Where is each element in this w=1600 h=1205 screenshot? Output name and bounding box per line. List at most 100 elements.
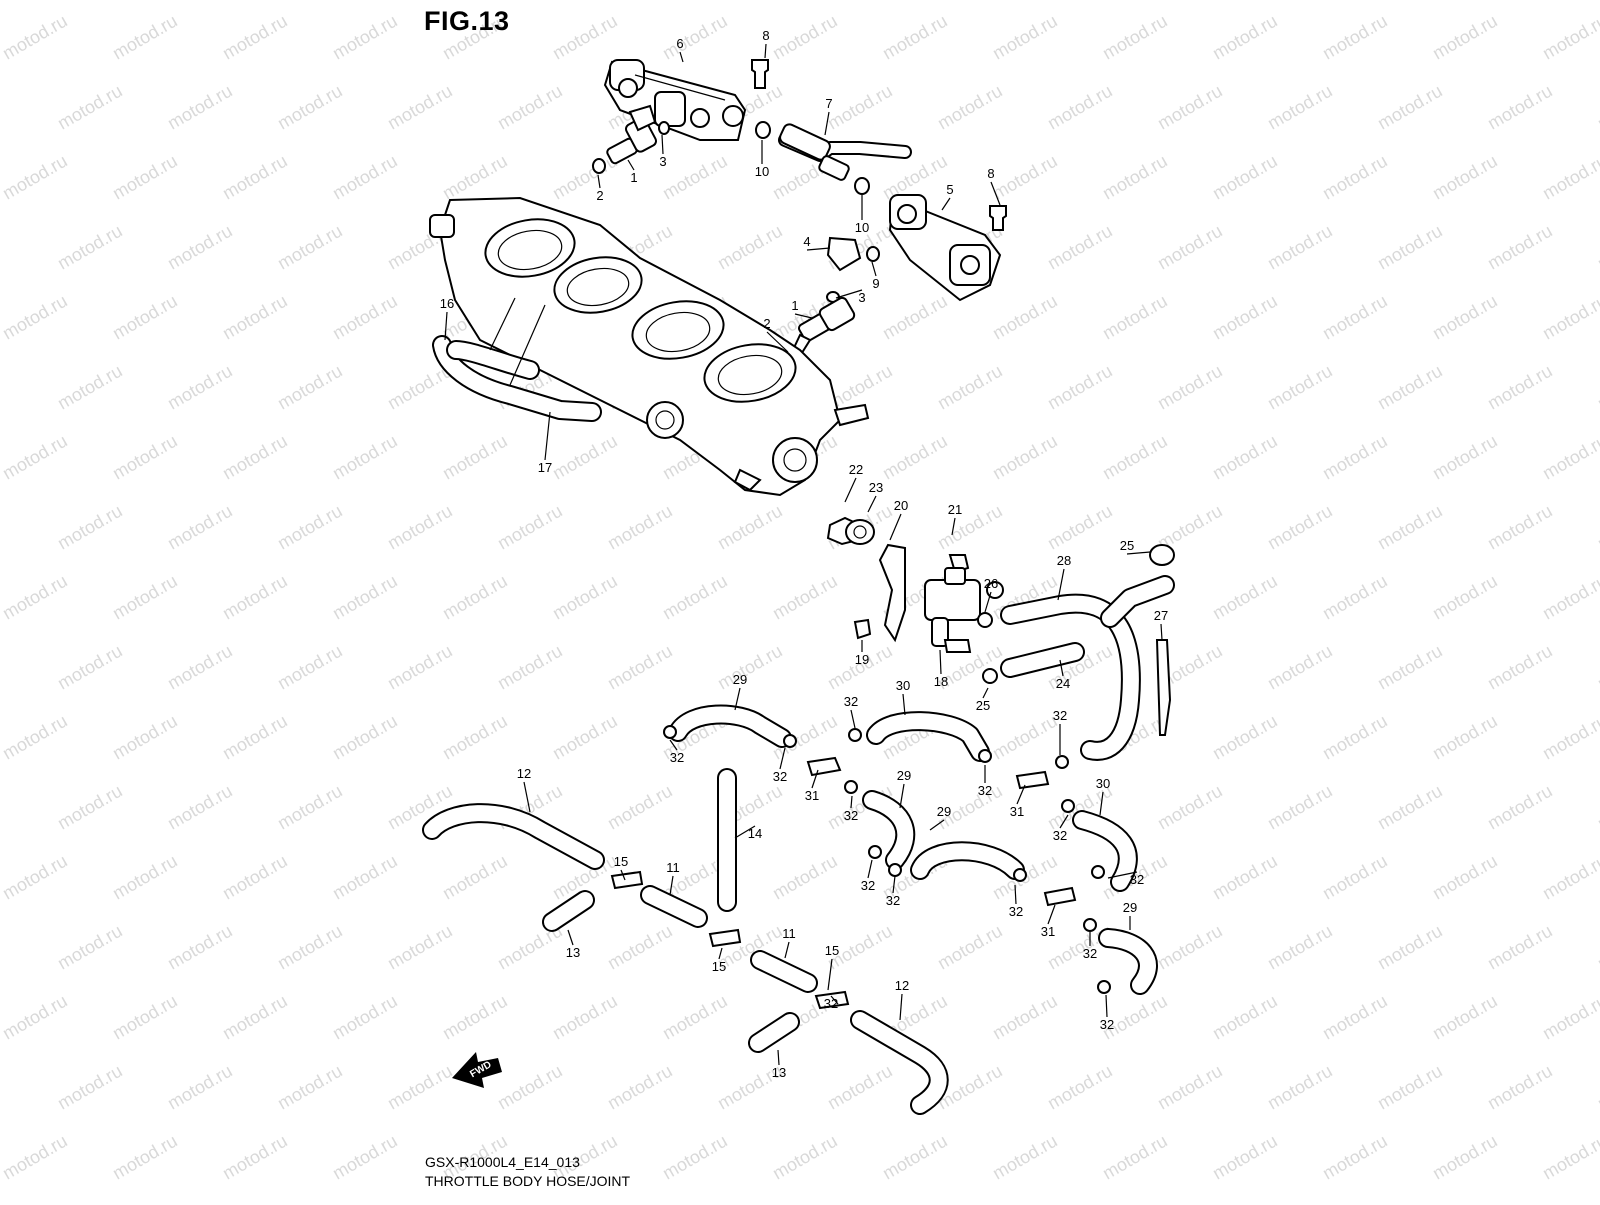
callout-leader: [766, 331, 789, 353]
watermark-text: motod.ru: [109, 291, 181, 344]
watermark-text: motod.ru: [1099, 11, 1171, 64]
watermark-text: motod.ru: [0, 991, 71, 1044]
callout-10: 10: [855, 220, 869, 235]
watermark-text: motod.ru: [1429, 1131, 1501, 1184]
watermark-text: motod.ru: [329, 851, 401, 904]
solenoid-bracket-parts: [826, 516, 1175, 736]
callout-1: 1: [630, 170, 637, 185]
watermark-text: motod.ru: [0, 151, 71, 204]
watermark-text: motod.ru: [1154, 781, 1226, 834]
callout-leader: [984, 591, 992, 613]
watermark-text: motod.ru: [1594, 221, 1600, 274]
watermark-text: motod.ru: [1154, 361, 1226, 414]
callout-leader: [764, 43, 767, 59]
callout-leader: [844, 477, 857, 503]
callout-32: 32: [1130, 872, 1144, 887]
watermark-text: motod.ru: [274, 81, 346, 134]
watermark-text: motod.ru: [54, 641, 126, 694]
watermark-text: motod.ru: [1044, 81, 1116, 134]
callout-leader: [734, 825, 756, 839]
watermark-text: motod.ru: [824, 1061, 896, 1114]
callout-9: 9: [872, 276, 879, 291]
watermark-text: motod.ru: [109, 991, 181, 1044]
watermark-text: motod.ru: [0, 571, 71, 624]
watermark-text: motod.ru: [1374, 641, 1446, 694]
watermark-text: motod.ru: [549, 11, 621, 64]
watermark-text: motod.ru: [1044, 221, 1116, 274]
watermark-text: motod.ru: [1374, 81, 1446, 134]
watermark-text: motod.ru: [54, 1061, 126, 1114]
watermark-text: motod.ru: [219, 851, 291, 904]
callout-leader: [889, 513, 902, 541]
watermark-text: motod.ru: [1484, 361, 1556, 414]
callout-leader: [871, 261, 877, 277]
watermark-text: motod.ru: [1374, 1061, 1446, 1114]
callout-leader: [1047, 904, 1056, 925]
watermark-text: motod.ru: [1264, 221, 1336, 274]
watermark-text: motod.ru: [0, 851, 71, 904]
callout-12: 12: [895, 978, 909, 993]
watermark-text: motod.ru: [1594, 81, 1600, 134]
bolt-upper: [751, 59, 769, 89]
callout-3: 3: [858, 290, 865, 305]
watermark-text: motod.ru: [219, 11, 291, 64]
watermark-text: motod.ru: [989, 151, 1061, 204]
watermark-text: motod.ru: [604, 921, 676, 974]
watermark-text: motod.ru: [1429, 151, 1501, 204]
watermark-text: motod.ru: [1099, 291, 1171, 344]
watermark-text: motod.ru: [1154, 921, 1226, 974]
watermark-text: motod.ru: [659, 571, 731, 624]
callout-25: 25: [1120, 538, 1134, 553]
watermark-text: motod.ru: [1319, 851, 1391, 904]
watermark-text: motod.ru: [109, 711, 181, 764]
watermark-text: motod.ru: [109, 11, 181, 64]
watermark-text: motod.ru: [1264, 921, 1336, 974]
callout-leader: [867, 859, 873, 879]
watermark-text: motod.ru: [879, 11, 951, 64]
watermark-text: motod.ru: [1154, 81, 1226, 134]
callout-17: 17: [538, 460, 552, 475]
watermark-text: motod.ru: [1374, 361, 1446, 414]
watermark-text: motod.ru: [1429, 991, 1501, 1044]
watermark-text: motod.ru: [1264, 361, 1336, 414]
callout-8: 8: [762, 28, 769, 43]
watermark-text: motod.ru: [1209, 291, 1281, 344]
callout-31: 31: [805, 788, 819, 803]
callout-leader: [1057, 568, 1065, 601]
watermark-text: motod.ru: [329, 711, 401, 764]
callout-32: 32: [844, 808, 858, 823]
watermark-text: motod.ru: [494, 1061, 566, 1114]
watermark-text: motod.ru: [989, 291, 1061, 344]
callout-32: 32: [824, 996, 838, 1011]
callout-14: 14: [748, 826, 762, 841]
callout-leader: [899, 993, 903, 1021]
watermark-text: motod.ru: [219, 571, 291, 624]
callout-32: 32: [1009, 904, 1023, 919]
watermark-text: motod.ru: [164, 1061, 236, 1114]
watermark-layer: motod.ru motod.ru motod.ru motod.ru motod.ru…: [0, 11, 1600, 1184]
callout-leader: [811, 769, 819, 789]
callout-2: 2: [763, 316, 770, 331]
callout-32: 32: [1053, 828, 1067, 843]
watermark-text: motod.ru: [1429, 291, 1501, 344]
watermark-text: motod.ru: [1209, 1131, 1281, 1184]
throttle-body: [429, 196, 870, 497]
watermark-text: motod.ru: [769, 571, 841, 624]
watermark-text: motod.ru: [1319, 991, 1391, 1044]
watermark-text: motod.ru: [1374, 921, 1446, 974]
callout-4: 4: [803, 234, 810, 249]
callout-leader: [777, 1049, 780, 1066]
callout-leader: [669, 875, 674, 896]
watermark-text: motod.ru: [1319, 711, 1391, 764]
callout-5: 5: [946, 182, 953, 197]
watermark-text: motod.ru: [219, 431, 291, 484]
callout-32: 32: [1083, 946, 1097, 961]
callout-leader: [1014, 884, 1017, 905]
callout-20: 20: [894, 498, 908, 513]
watermark-text: motod.ru: [934, 81, 1006, 134]
watermark-text: motod.ru: [54, 921, 126, 974]
watermark-text: motod.ru: [494, 81, 566, 134]
watermark-text: motod.ru: [1264, 501, 1336, 554]
leader-lines: [444, 43, 1163, 1066]
watermark-text: motod.ru: [1539, 151, 1600, 204]
